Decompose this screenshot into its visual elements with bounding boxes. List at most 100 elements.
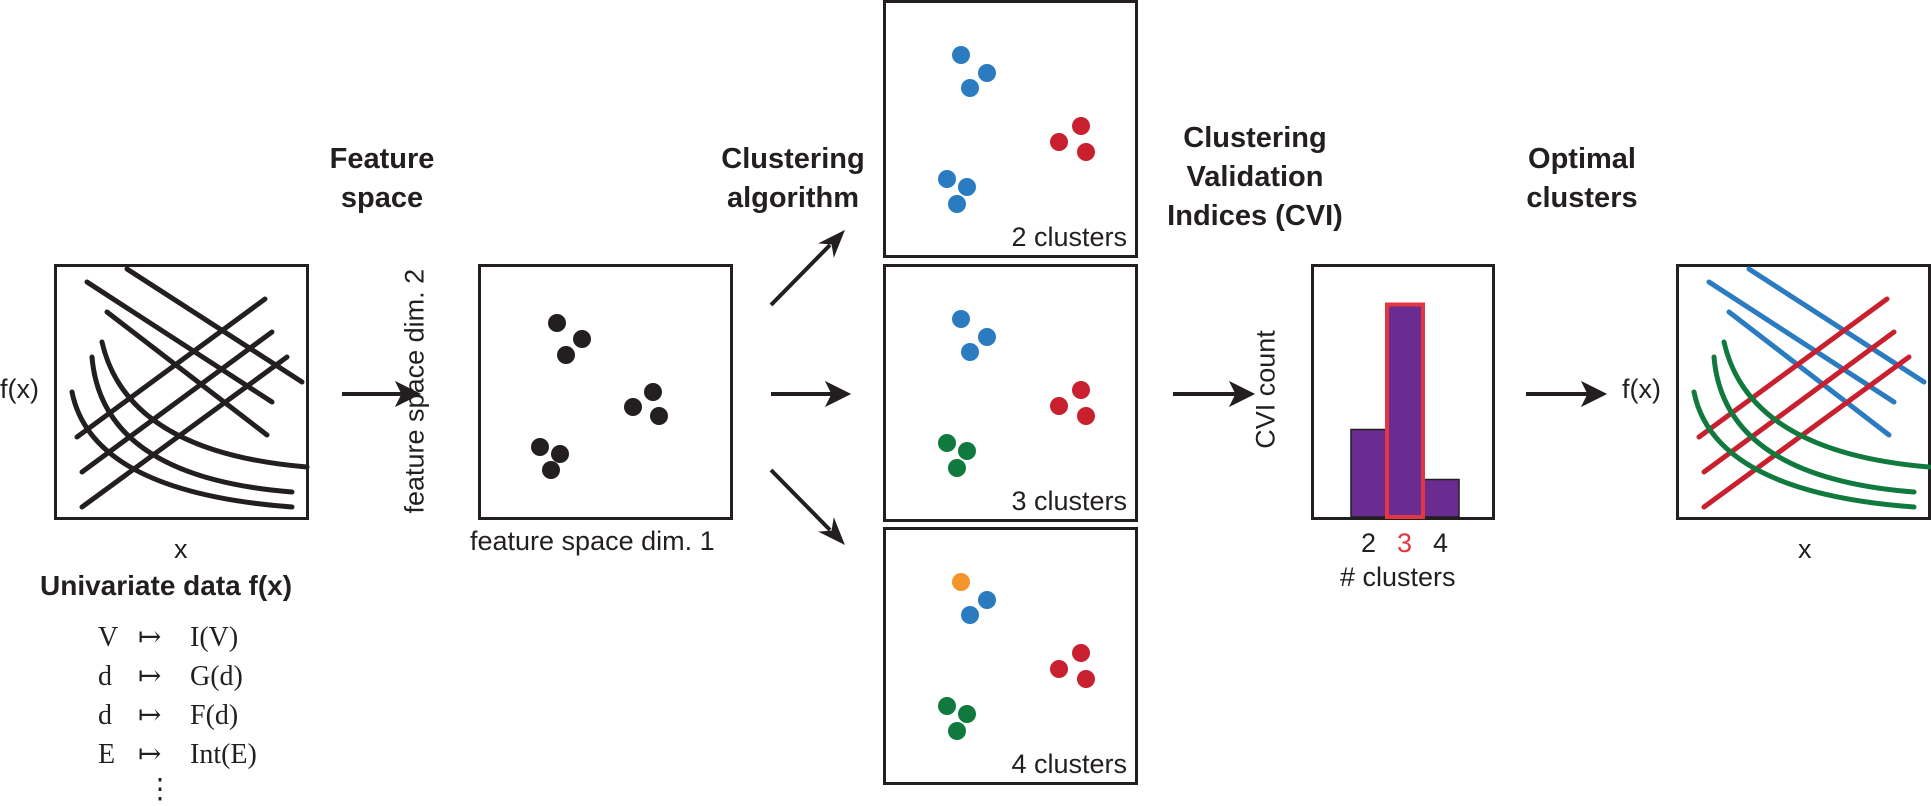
mapping-from: V (98, 622, 119, 653)
heading-line: clusters (1526, 182, 1638, 214)
heading-line: algorithm (726, 182, 860, 214)
cvi-tick-label: 2 (1361, 528, 1377, 558)
heading-line: Indices (CVI) (1167, 200, 1343, 232)
mapping-ellipsis: ⋮ (146, 774, 174, 805)
point (958, 442, 976, 460)
point (948, 722, 966, 740)
output-plot-curves (1691, 266, 1931, 510)
point (958, 705, 976, 723)
output-plot-ylabel: f(x) (1622, 374, 1661, 404)
input-plot-xlabel: x (174, 534, 188, 564)
cvi-chart-ylabel: CVI count (1250, 330, 1281, 449)
cvi-bar (1350, 428, 1388, 518)
cvi-bars (1350, 302, 1460, 519)
point (1072, 381, 1090, 399)
heading-line: Optimal (1528, 143, 1636, 175)
mapping-arrow: ↦ (138, 661, 162, 692)
point (952, 573, 970, 591)
cvi-chart (1311, 264, 1495, 520)
cvi-tick-label: 4 (1433, 528, 1449, 558)
point (938, 434, 956, 452)
point (958, 178, 976, 196)
arrow-to-3-clusters-icon (771, 380, 852, 408)
mapping-row: V ↦ I(V) (98, 620, 238, 654)
mapping-arrow: ↦ (138, 700, 162, 731)
output-plot (1676, 264, 1931, 520)
point (1050, 397, 1068, 415)
point (1077, 407, 1095, 425)
mapping-from: d (98, 661, 112, 692)
output-plot-xlabel: x (1798, 534, 1812, 564)
point (961, 606, 979, 624)
point (557, 346, 575, 364)
point (961, 79, 979, 97)
cluster-panel-label: 3 clusters (1011, 486, 1127, 516)
feature-plot-ylabel: feature space dim. 2 (399, 268, 430, 514)
point (551, 445, 569, 463)
cvi-chart-xlabel: # clusters (1340, 562, 1456, 592)
arrow-to-feature-space-icon (342, 380, 422, 408)
mapping-from: E (98, 739, 116, 770)
point (952, 310, 970, 328)
point (961, 343, 979, 361)
heading-feature-space: Feature space (300, 140, 464, 218)
heading-line: space (340, 182, 424, 214)
point (1072, 644, 1090, 662)
mapping-to: F(d) (190, 700, 239, 731)
cluster-panel-label: 2 clusters (1011, 222, 1127, 252)
cvi-bar (1422, 478, 1460, 518)
point (978, 591, 996, 609)
cluster-panel-4: 4 clusters (883, 527, 1138, 785)
arrow-to-optimal-icon (1526, 380, 1608, 408)
feature-plot (478, 264, 733, 520)
mapping-from: d (98, 700, 112, 731)
heading-optimal-clusters: Optimal clusters (1500, 140, 1664, 218)
heading-cvi: Clustering Validation Indices (CVI) (1150, 119, 1360, 236)
point (650, 407, 668, 425)
arrow-to-2-clusters-icon (769, 229, 845, 307)
point (644, 383, 662, 401)
heading-line: Feature (329, 143, 435, 175)
point (952, 46, 970, 64)
cluster-panel-label: 4 clusters (1011, 749, 1127, 779)
point (978, 64, 996, 82)
point (1077, 143, 1095, 161)
heading-line: Validation (1186, 161, 1324, 193)
point (573, 330, 591, 348)
mapping-to: G(d) (190, 661, 243, 692)
feature-plot-xlabel: feature space dim. 1 (470, 526, 715, 556)
heading-clustering-algorithm: Clustering algorithm (700, 140, 886, 218)
mapping-arrow: ↦ (138, 622, 162, 653)
point (624, 398, 642, 416)
point (948, 459, 966, 477)
mapping-to: I(V) (190, 622, 239, 653)
input-plot-ylabel: f(x) (0, 374, 39, 404)
point (938, 697, 956, 715)
mapping-to: Int(E) (190, 739, 257, 770)
input-plot-curves (69, 266, 310, 510)
cluster-panel-3: 3 clusters (883, 264, 1138, 522)
mapping-arrow: ↦ (138, 739, 162, 770)
point (938, 170, 956, 188)
point (1072, 117, 1090, 135)
cvi-tick-label: 3 (1397, 528, 1413, 558)
point (948, 195, 966, 213)
cvi-bar (1385, 302, 1425, 519)
arrow-to-4-clusters-icon (769, 468, 845, 546)
point (1077, 670, 1095, 688)
mapping-row: E ↦ Int(E) (98, 737, 257, 771)
cluster-panel-2: 2 clusters (883, 0, 1138, 258)
point (1050, 133, 1068, 151)
point (978, 328, 996, 346)
input-plot-caption: Univariate data f(x) (40, 570, 293, 601)
point (531, 438, 549, 456)
point (542, 461, 560, 479)
input-plot (54, 264, 310, 520)
mapping-row: d ↦ G(d) (98, 659, 243, 693)
point (548, 314, 566, 332)
point (1050, 660, 1068, 678)
heading-line: Clustering (721, 143, 865, 175)
arrow-to-cvi-icon (1173, 380, 1256, 408)
mapping-row: d ↦ F(d) (98, 698, 238, 732)
